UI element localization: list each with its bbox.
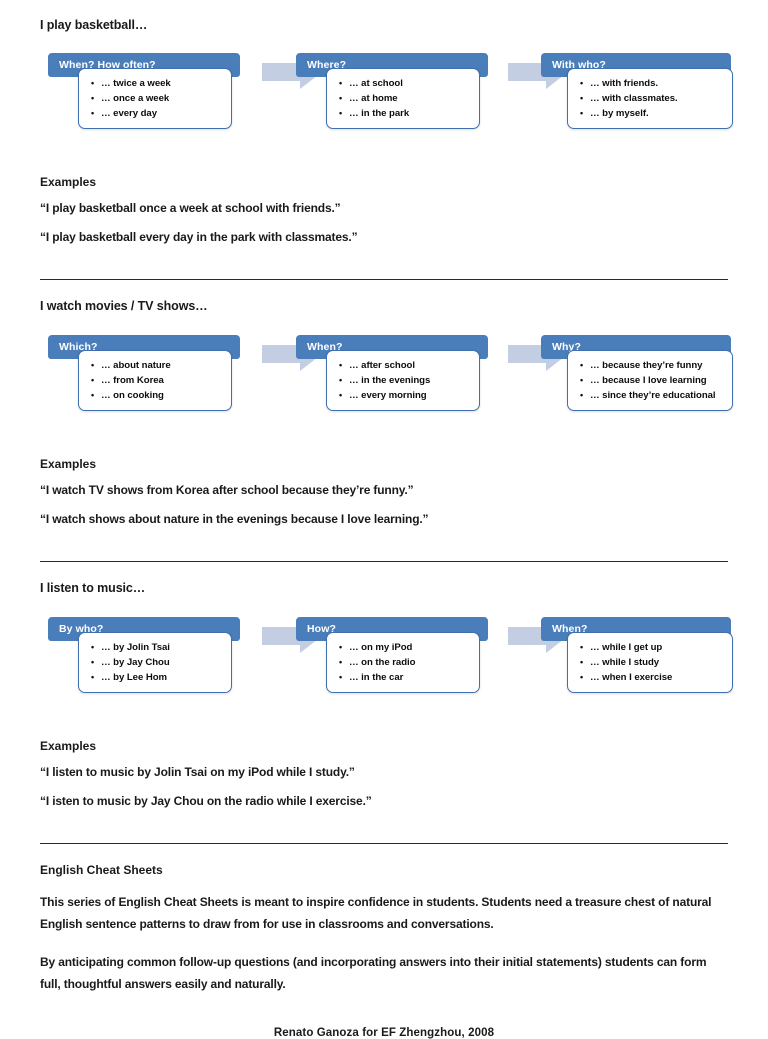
footer-paragraph: By anticipating common follow-up questio… <box>40 955 707 991</box>
author-credit: Renato Ganoza for EF Zhengzhou, 2008 <box>273 1027 495 1039</box>
example-sentence: “I isten to music by Jay Chou on the rad… <box>40 794 372 808</box>
example-sentence: “I watch shows about nature in the eveni… <box>40 512 429 526</box>
option-item: … on the radio <box>339 655 473 670</box>
example-sentence: “I play basketball once a week at school… <box>40 201 341 215</box>
flow-step: When? How often? … twice a week … once a… <box>48 53 240 129</box>
flow-step: Which? … about nature … from Korea … on … <box>48 335 240 411</box>
option-item: … because I love learning <box>580 373 726 388</box>
section-title: I watch movies / TV shows… <box>40 299 208 313</box>
option-item: … from Korea <box>91 373 225 388</box>
example-sentence: “I listen to music by Jolin Tsai on my i… <box>40 765 355 779</box>
section-title: I listen to music… <box>40 581 146 595</box>
section-divider <box>40 561 728 562</box>
option-item: … in the car <box>339 670 473 685</box>
option-item: … while I get up <box>580 640 726 655</box>
step-options-box: … with friends. … with classmates. … by … <box>567 68 733 129</box>
option-item: … every day <box>91 106 225 121</box>
option-item: … by Jolin Tsai <box>91 640 225 655</box>
option-item: … at home <box>339 91 473 106</box>
section-title: I play basketball… <box>40 18 148 32</box>
option-item: … in the park <box>339 106 473 121</box>
option-item: … in the evenings <box>339 373 473 388</box>
flow-step: How? … on my iPod … on the radio … in th… <box>296 617 488 693</box>
examples-heading: Examples <box>40 457 97 471</box>
flow-step: Why? … because they’re funny … because I… <box>541 335 733 411</box>
flow-step: By who? … by Jolin Tsai … by Jay Chou … … <box>48 617 240 693</box>
option-item: … on cooking <box>91 388 225 403</box>
option-item: … by Jay Chou <box>91 655 225 670</box>
example-sentence: “I watch TV shows from Korea after schoo… <box>40 483 414 497</box>
option-item: … when I exercise <box>580 670 726 685</box>
flow-step: With who? … with friends. … with classma… <box>541 53 733 129</box>
step-options-box: … because they’re funny … because I love… <box>567 350 733 411</box>
document-page: I play basketball… When? How often? … tw… <box>0 0 768 994</box>
step-options-box: … by Jolin Tsai … by Jay Chou … by Lee H… <box>78 632 232 693</box>
step-options-box: … at school … at home … in the park <box>326 68 480 129</box>
flow-step: Where? … at school … at home … in the pa… <box>296 53 488 129</box>
option-item: … twice a week <box>91 76 225 91</box>
flow-step: When? … after school … in the evenings …… <box>296 335 488 411</box>
flow-diagram: Which? … about nature … from Korea … on … <box>40 335 733 435</box>
examples-heading: Examples <box>40 739 97 753</box>
section-divider <box>40 279 728 280</box>
example-sentence: “I play basketball every day in the park… <box>40 230 358 244</box>
flow-diagram: When? How often? … twice a week … once a… <box>40 53 733 153</box>
option-item: … because they’re funny <box>580 358 726 373</box>
step-options-box: … about nature … from Korea … on cooking <box>78 350 232 411</box>
step-options-box: … after school … in the evenings … every… <box>326 350 480 411</box>
section-divider <box>40 843 728 844</box>
option-item: … about nature <box>91 358 225 373</box>
option-item: … with friends. <box>580 76 726 91</box>
option-item: … at school <box>339 76 473 91</box>
option-item: … once a week <box>91 91 225 106</box>
step-options-box: … twice a week … once a week … every day <box>78 68 232 129</box>
footer-title: English Cheat Sheets <box>40 863 163 877</box>
option-item: … every morning <box>339 388 473 403</box>
flow-step: When? … while I get up … while I study …… <box>541 617 733 693</box>
option-item: … since they’re educational <box>580 388 726 403</box>
flow-diagram: By who? … by Jolin Tsai … by Jay Chou … … <box>40 617 733 717</box>
examples-heading: Examples <box>40 175 97 189</box>
step-options-box: … while I get up … while I study … when … <box>567 632 733 693</box>
option-item: … while I study <box>580 655 726 670</box>
footer-paragraph: This series of English Cheat Sheets is m… <box>40 895 712 931</box>
step-options-box: … on my iPod … on the radio … in the car <box>326 632 480 693</box>
option-item: … after school <box>339 358 473 373</box>
option-item: … on my iPod <box>339 640 473 655</box>
option-item: … by Lee Hom <box>91 670 225 685</box>
option-item: … with classmates. <box>580 91 726 106</box>
option-item: … by myself. <box>580 106 726 121</box>
